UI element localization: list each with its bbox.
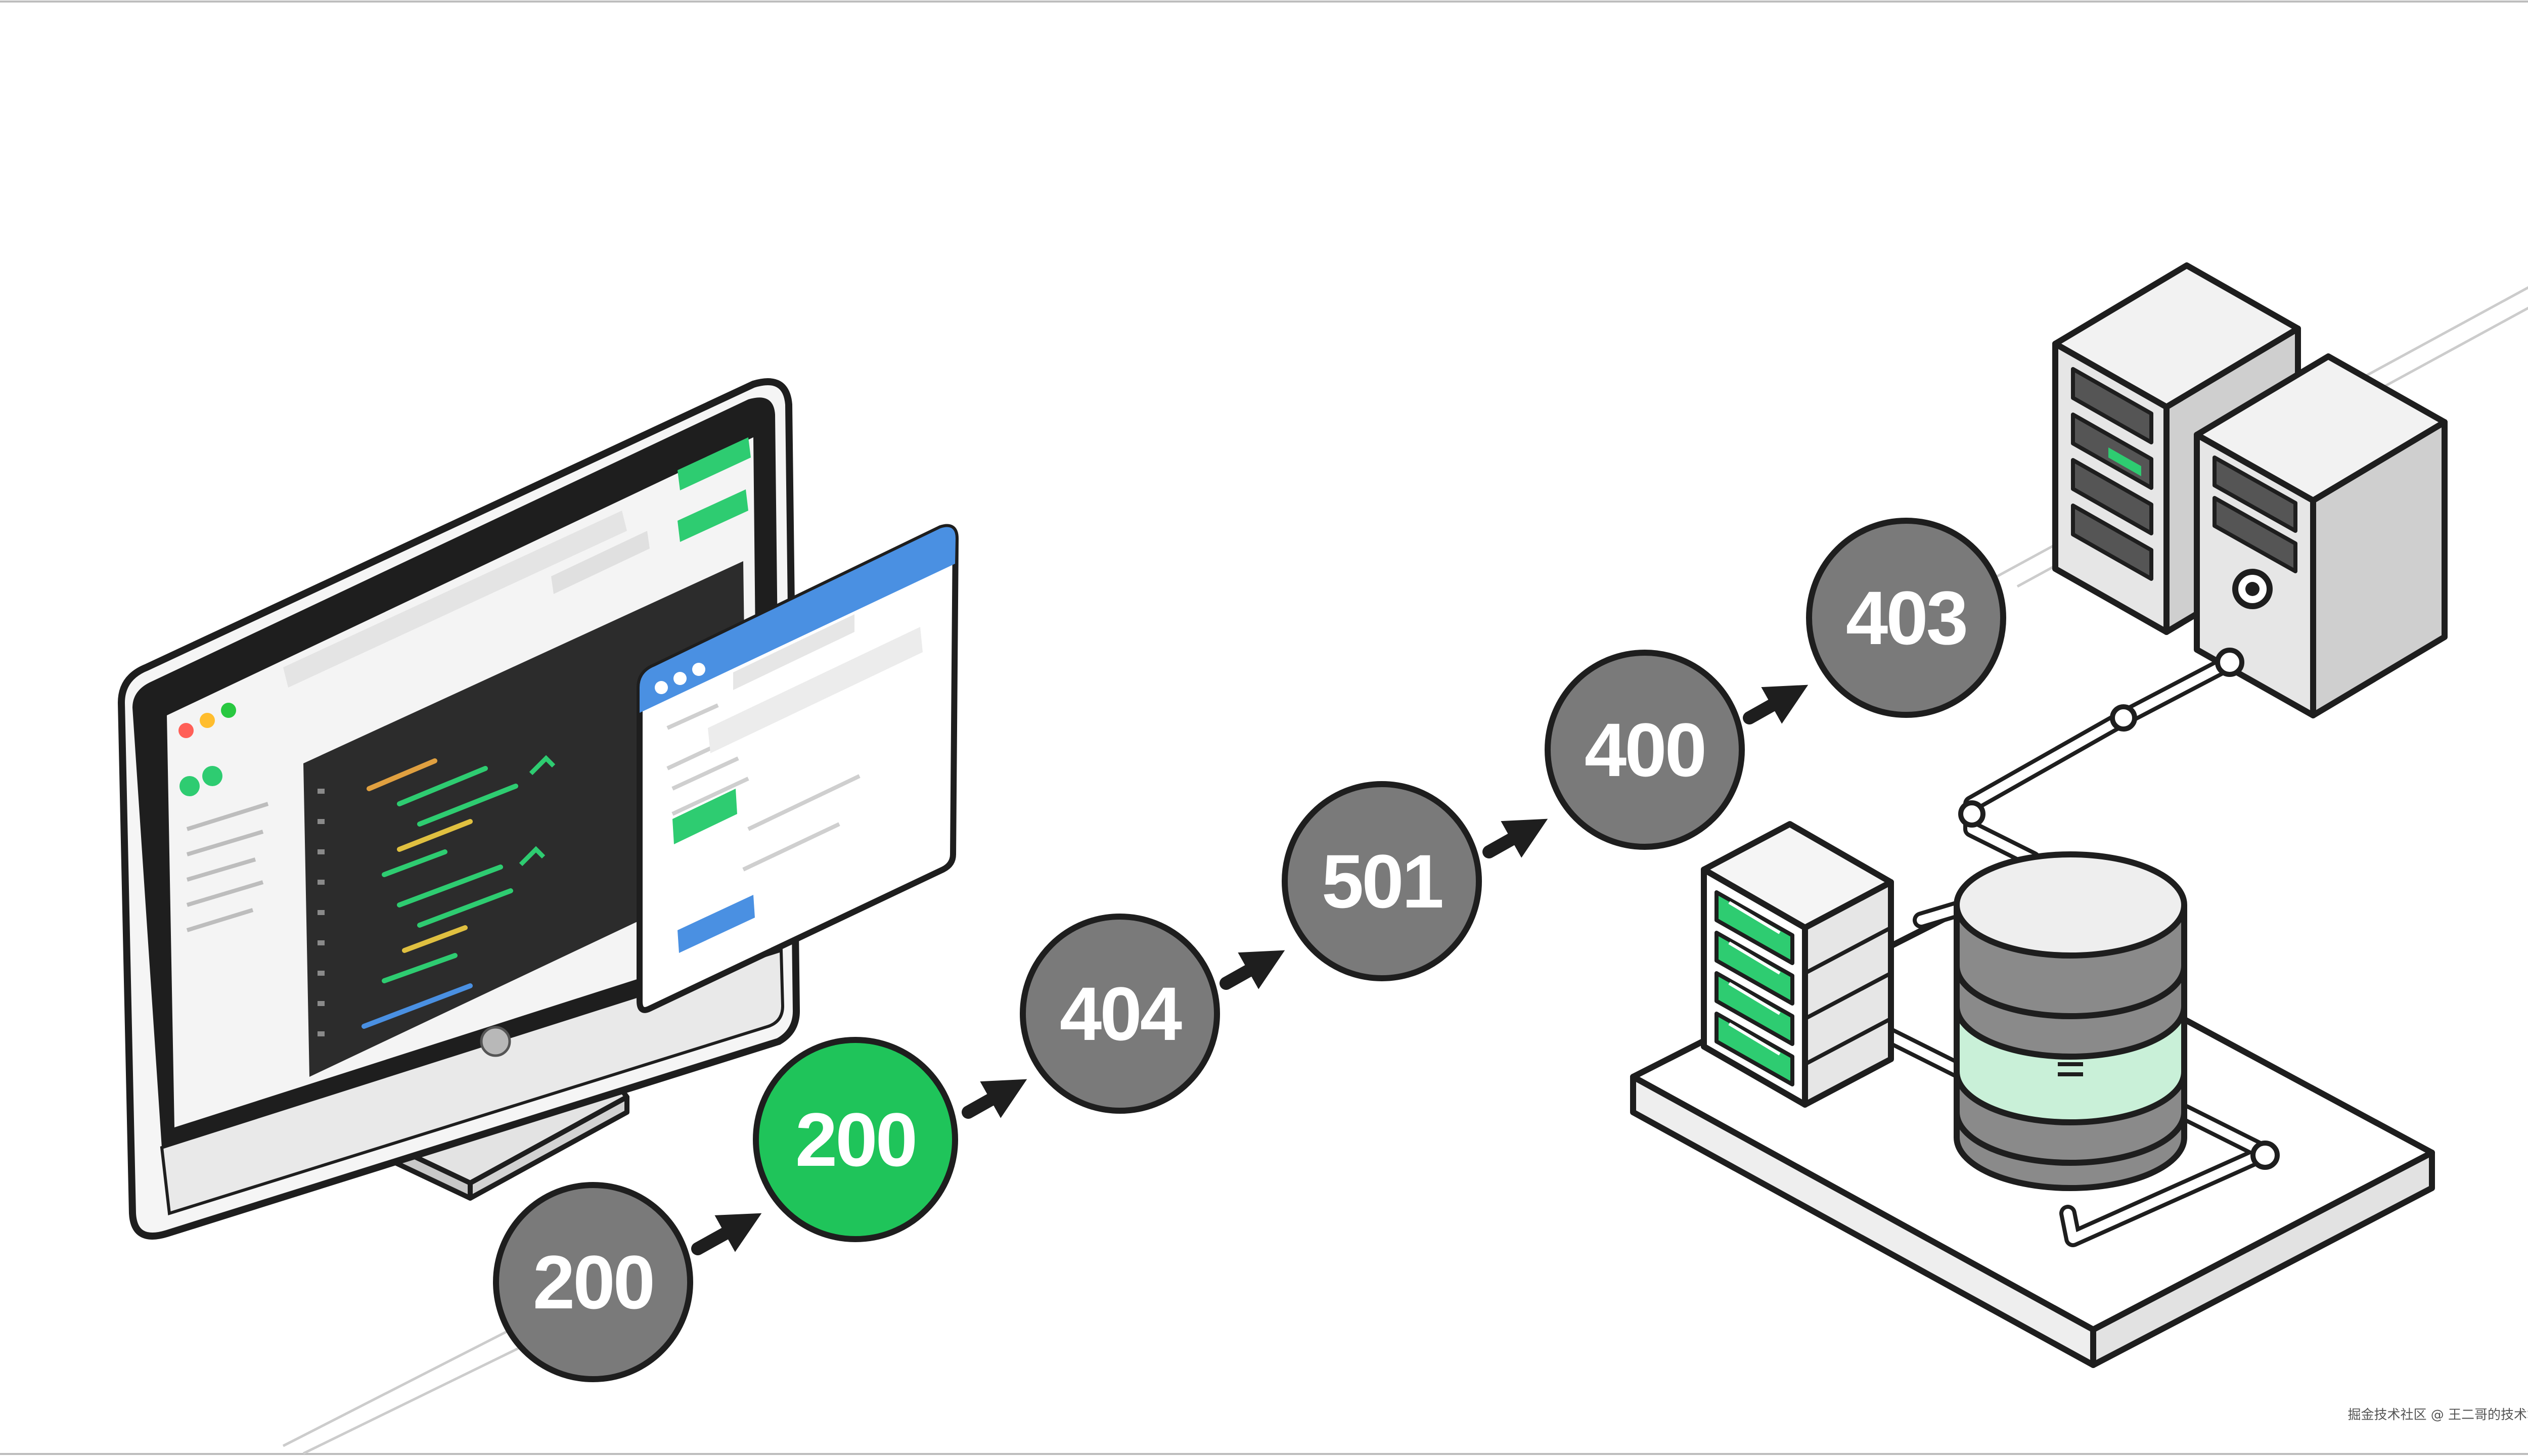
status-circle: 400 bbox=[1545, 650, 1745, 850]
monitor-power-dot bbox=[480, 1026, 511, 1057]
monitor-icon bbox=[118, 378, 800, 1240]
status-code-label: 403 bbox=[1846, 575, 1966, 660]
watermark-text: 掘金技术社区 @ 王二哥的技术笔记 bbox=[2348, 1407, 2528, 1423]
arrow-icon bbox=[691, 1213, 762, 1255]
status-circle: 403 bbox=[1806, 518, 2006, 718]
browser-window-icon bbox=[637, 524, 959, 1013]
status-code-label: 200 bbox=[533, 1240, 653, 1325]
status-circle: 501 bbox=[1282, 781, 1482, 981]
status-code-label: 404 bbox=[1060, 971, 1182, 1056]
storage-rack-icon bbox=[1701, 821, 1894, 1108]
arrow-icon bbox=[962, 1079, 1027, 1119]
arrow-icon bbox=[1743, 685, 1809, 724]
status-code-label: 200 bbox=[795, 1097, 916, 1182]
arrow-icon bbox=[1220, 950, 1285, 990]
arrow-icon bbox=[1482, 818, 1548, 858]
status-code-label: 400 bbox=[1585, 707, 1705, 792]
status-circle: 404 bbox=[1020, 914, 1220, 1114]
status-circle-success: 200 bbox=[753, 1037, 958, 1242]
status-code-label: 501 bbox=[1322, 839, 1442, 924]
status-circle: 200 bbox=[493, 1182, 693, 1382]
database-icon bbox=[1954, 851, 2187, 1191]
server-tower-icon bbox=[2194, 353, 2448, 718]
arrows bbox=[691, 685, 1809, 1255]
